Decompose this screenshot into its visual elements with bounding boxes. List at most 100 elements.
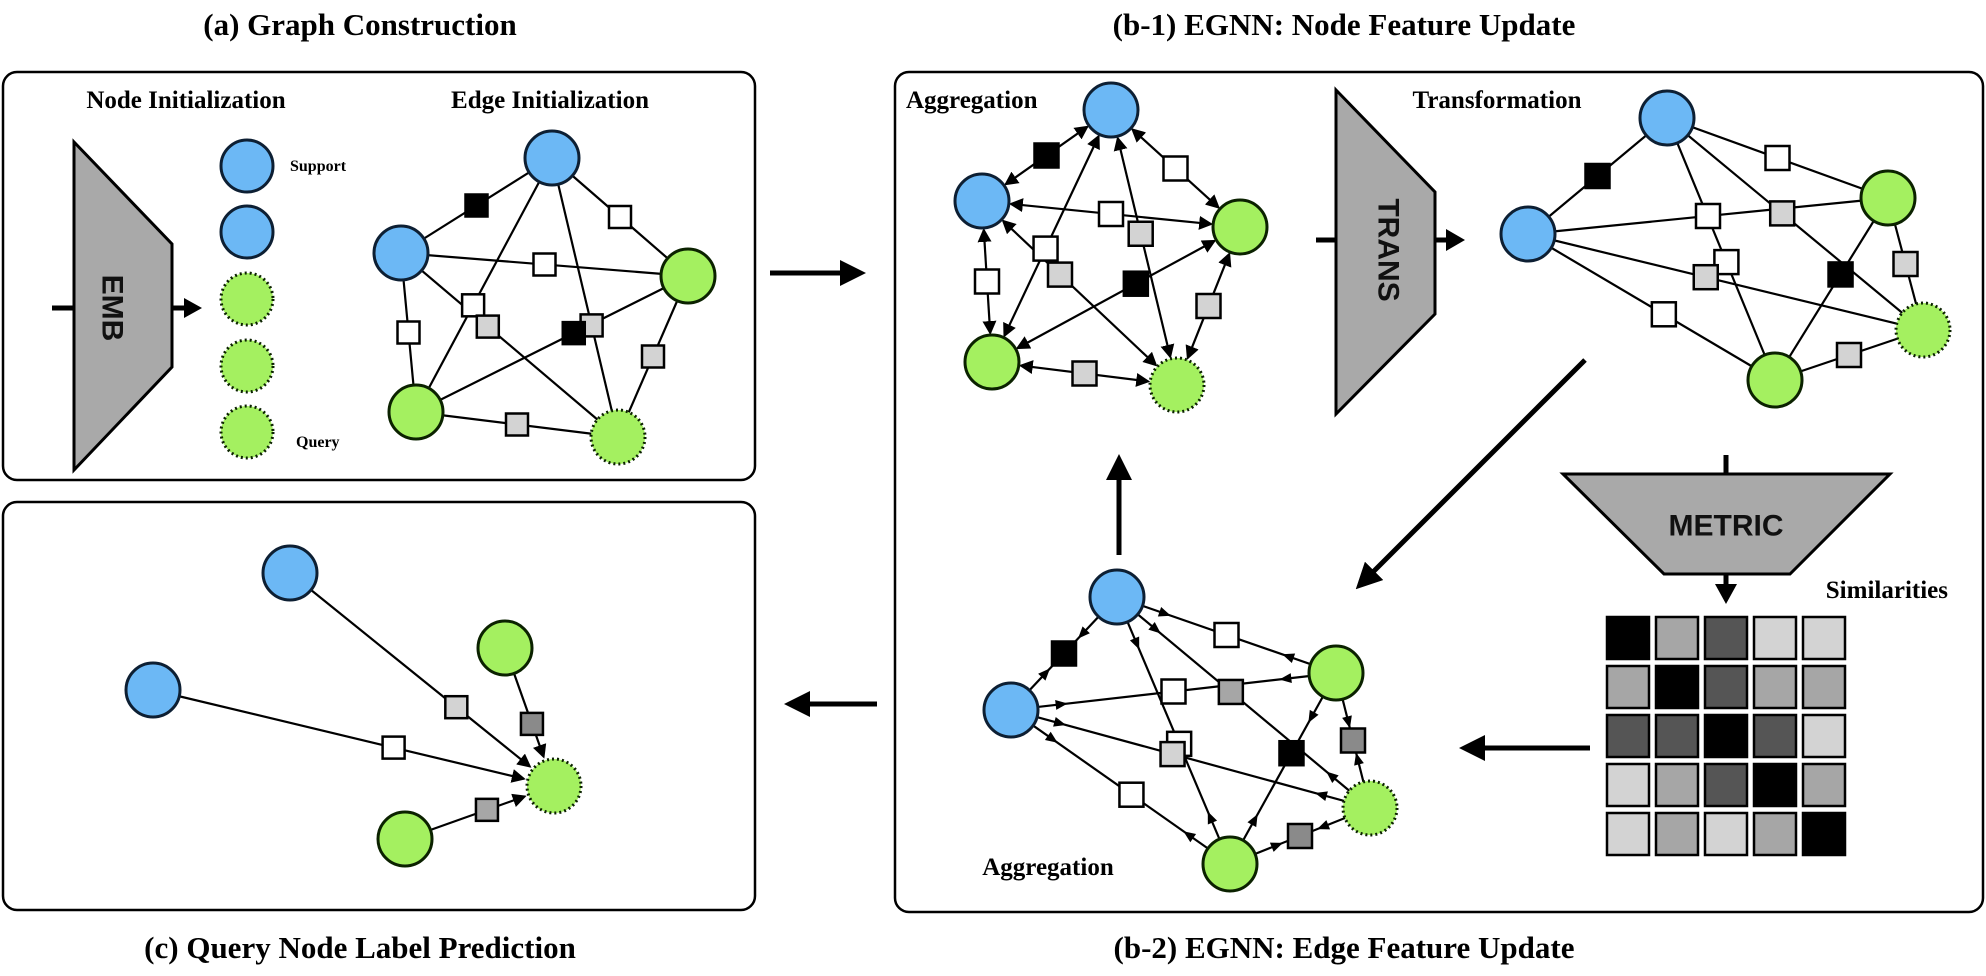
node-column	[219, 138, 275, 460]
edge-feature-light	[1071, 360, 1098, 387]
panel-c-title: (c) Query Node Label Prediction	[144, 930, 576, 965]
edge-feature-light	[1768, 200, 1796, 227]
direction-arrow-icon	[1282, 653, 1296, 663]
support-node	[372, 224, 430, 282]
edge-feature-black	[1050, 640, 1078, 667]
class-node	[963, 333, 1021, 391]
edge-feature-black	[561, 320, 587, 346]
query-node	[525, 757, 583, 815]
class-node-icon	[219, 338, 275, 394]
edge-feature-light	[1159, 740, 1186, 768]
edge-feature-white	[1118, 781, 1145, 808]
similarity-cell	[1605, 664, 1651, 710]
similarity-cell	[1605, 615, 1651, 661]
edge-feature-white	[1213, 621, 1240, 649]
flow-arrow-trans-to-b2	[1355, 358, 1587, 590]
aggregation-graph-edge-update	[982, 568, 1399, 893]
similarity-cell	[1654, 615, 1700, 661]
query-node	[1341, 779, 1399, 837]
edge-feature-black	[1033, 142, 1060, 169]
query-node	[1894, 301, 1952, 359]
support-node	[523, 129, 581, 187]
panel-a-title: (a) Graph Construction	[203, 7, 516, 42]
support-node	[982, 681, 1040, 739]
edge-feature-light	[1692, 263, 1719, 291]
direction-arrow-icon	[1078, 626, 1090, 639]
similarity-cell	[1801, 664, 1847, 710]
panel-b-frame	[893, 70, 1985, 914]
similarity-cell	[1605, 762, 1651, 808]
similarity-cell	[1801, 811, 1847, 857]
similarity-cell	[1703, 664, 1749, 710]
query-label: Query	[296, 434, 340, 451]
class-node	[476, 619, 534, 677]
edge-feature-light	[504, 412, 530, 437]
direction-arrow-icon	[1148, 621, 1161, 634]
similarity-cell	[1605, 713, 1651, 759]
class-node	[376, 810, 434, 868]
edge-feature-white	[1160, 678, 1187, 705]
direction-arrow-icon	[1044, 731, 1058, 743]
similarity-cell	[1703, 762, 1749, 808]
transformation-label: Transformation	[1413, 87, 1582, 114]
similarity-cell	[1654, 811, 1700, 857]
edge-feature-white	[396, 320, 421, 345]
direction-arrow-icon	[1317, 820, 1331, 830]
support-node	[953, 172, 1011, 230]
aggregation-graph-node-update	[953, 81, 1269, 414]
similarity-cell	[1752, 713, 1798, 759]
metric-block: METRIC	[1559, 455, 1894, 604]
query-node	[1148, 356, 1206, 414]
edge-line	[415, 157, 553, 413]
emb-block: EMB	[52, 138, 202, 474]
direction-arrow-icon	[1038, 668, 1050, 681]
edge-init-graph	[372, 129, 717, 466]
similarity-cell	[1654, 762, 1700, 808]
class-node	[659, 247, 717, 305]
b1-aggregation-label: Aggregation	[906, 87, 1038, 114]
edge-feature-mid	[1217, 678, 1245, 706]
edge-feature-light	[1892, 250, 1919, 278]
direction-arrow-icon	[1342, 715, 1352, 729]
edge-line	[1229, 672, 1337, 865]
edge-line	[550, 157, 620, 438]
class-node	[1307, 644, 1365, 702]
direction-arrow-icon	[1279, 673, 1292, 684]
direction-arrow-icon	[1308, 709, 1319, 723]
emb-label: EMB	[96, 275, 129, 342]
transformed-graph	[1499, 89, 1952, 409]
trans-label: TRANS	[1372, 198, 1405, 301]
edge-init-label: Edge Initialization	[451, 87, 649, 114]
edge-feature-black	[1278, 739, 1305, 767]
edge-feature-light	[1046, 261, 1074, 288]
similarity-cell	[1654, 664, 1700, 710]
similarity-cell	[1703, 713, 1749, 759]
panel-c-frame	[1, 500, 757, 912]
direction-arrow-icon	[1315, 791, 1328, 801]
class-node	[1201, 835, 1259, 893]
support-node-icon	[219, 138, 275, 194]
edge-line	[400, 252, 619, 438]
support-node	[1638, 89, 1696, 147]
panel-a-frame	[1, 70, 757, 482]
edge-line	[1527, 232, 1924, 332]
trans-block: TRANS	[1316, 86, 1465, 418]
edge-feature-dark	[519, 711, 545, 737]
similarity-cell	[1801, 713, 1847, 759]
similarity-cell	[1654, 713, 1700, 759]
support-node	[1499, 205, 1557, 263]
query-node	[589, 408, 647, 466]
edge-feature-light	[1127, 220, 1154, 247]
edge-feature-white	[1097, 200, 1125, 228]
similarity-matrix	[1605, 615, 1847, 857]
edge-feature-white	[1032, 235, 1059, 262]
support-node	[1088, 568, 1146, 626]
class-node	[1211, 198, 1269, 256]
edge-line	[1015, 239, 1217, 350]
class-node-icon	[219, 271, 275, 327]
edge-feature-white	[381, 735, 406, 760]
similarity-cell	[1605, 811, 1651, 857]
direction-arrow-icon	[1326, 771, 1339, 784]
support-label: Support	[290, 158, 347, 175]
